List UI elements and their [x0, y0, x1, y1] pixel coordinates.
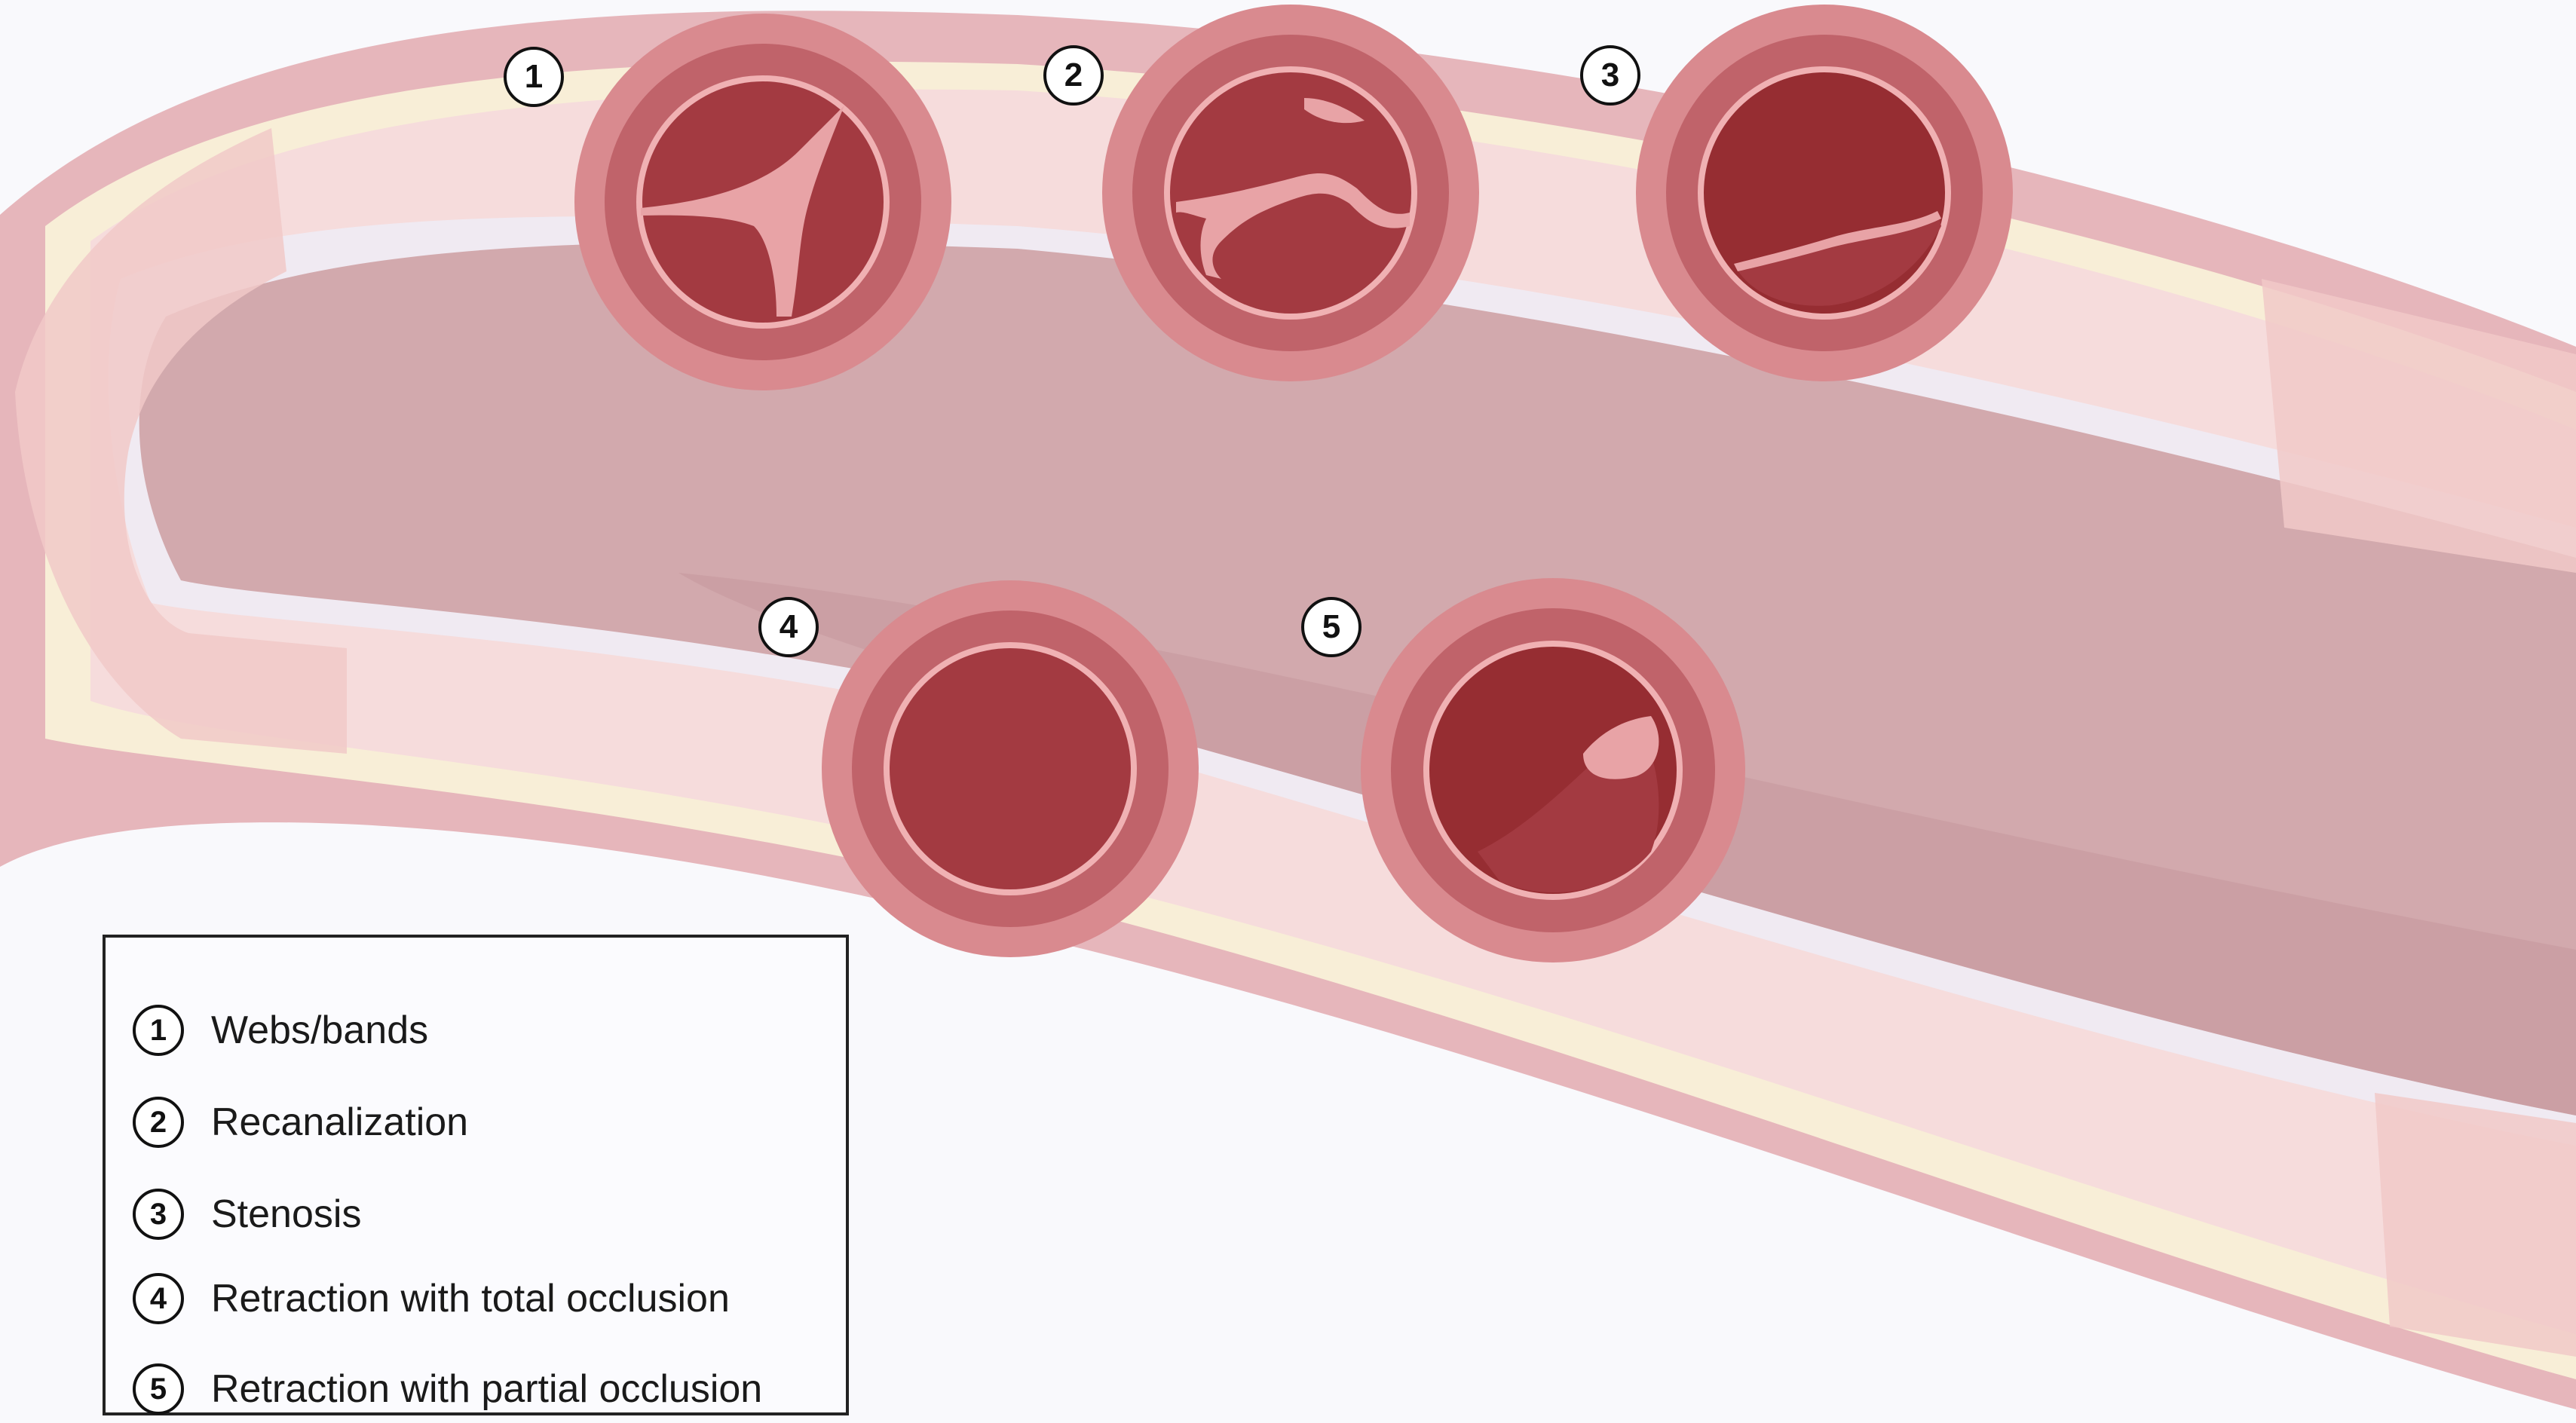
cross-section-stenosis — [1636, 5, 2013, 381]
partial-occlusion-retracted-clot — [1583, 716, 1659, 779]
legend-number-3: 3 — [133, 1189, 184, 1240]
marker-1: 1 — [504, 47, 564, 107]
legend-item-4: 4 Retraction with total occlusion — [133, 1265, 730, 1333]
cross-section-recanalization — [1102, 5, 1479, 381]
recanalization-channels — [1176, 173, 1410, 279]
stenosis-wall-thickening — [1734, 211, 1941, 271]
legend-item-3: 3 Stenosis — [133, 1180, 361, 1248]
legend-number-1: 1 — [133, 1005, 184, 1056]
legend-item-5: 5 Retraction with partial occlusion — [133, 1355, 762, 1423]
legend-number-2: 2 — [133, 1097, 184, 1148]
marker-5-number: 5 — [1301, 597, 1362, 657]
legend-label-4: Retraction with total occlusion — [211, 1277, 730, 1320]
legend-box: 1 Webs/bands 2 Recanalization 3 Stenosis… — [103, 935, 849, 1415]
recanalization-lumen-small — [1304, 98, 1365, 124]
vessel-cut-section-right-lower — [2375, 1093, 2576, 1357]
legend-item-1: 1 Webs/bands — [133, 996, 428, 1064]
legend-number-4: 4 — [133, 1273, 184, 1324]
legend-label-3: Stenosis — [211, 1192, 362, 1236]
legend-item-2: 2 Recanalization — [133, 1088, 468, 1156]
web-band — [641, 106, 844, 317]
marker-5: 5 — [1301, 597, 1362, 657]
legend-label-2: Recanalization — [211, 1100, 469, 1144]
marker-4-number: 4 — [758, 597, 819, 657]
marker-3: 3 — [1580, 45, 1640, 106]
cross-section-partial-occlusion — [1361, 578, 1745, 962]
marker-3-number: 3 — [1580, 45, 1640, 106]
legend-label-5: Retraction with partial occlusion — [211, 1367, 763, 1411]
marker-1-number: 1 — [504, 47, 564, 107]
vessel-cut-section-right — [2262, 279, 2576, 573]
vessel-cut-section-left — [15, 128, 347, 754]
legend-number-5: 5 — [133, 1363, 184, 1415]
marker-4: 4 — [758, 597, 819, 657]
cross-section-total-occlusion — [822, 580, 1199, 957]
cross-section-webs-bands — [574, 14, 951, 390]
marker-2-number: 2 — [1043, 45, 1104, 106]
legend-label-1: Webs/bands — [211, 1008, 429, 1052]
marker-2: 2 — [1043, 45, 1104, 106]
